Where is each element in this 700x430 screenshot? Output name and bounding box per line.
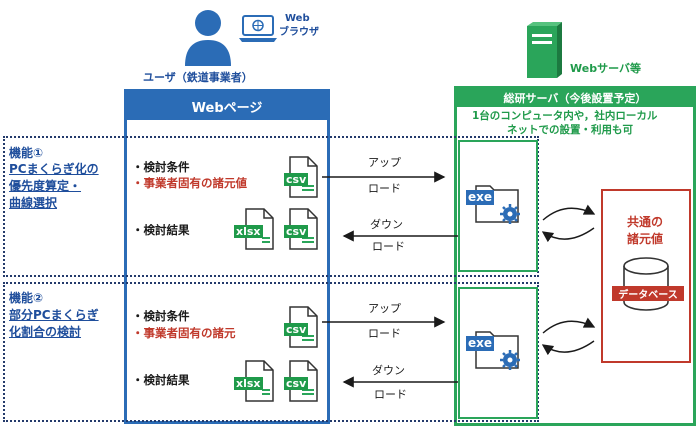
- server-note-line2: ネットでの設置・利用も可: [507, 124, 633, 136]
- csv-file-icon: csv: [284, 360, 318, 402]
- upload-label-line1: アップ: [368, 302, 401, 315]
- exchange-arrows: [541, 204, 596, 356]
- section1-results: ・検討結果: [132, 223, 190, 237]
- function2-frame: [3, 282, 539, 422]
- shared-spec-box: [601, 189, 691, 363]
- function2-desc-line1: 部分PCまくらぎ: [9, 308, 99, 322]
- upload-label-line1: アップ: [368, 156, 401, 169]
- section2-conditions: ・検討条件: [132, 309, 190, 323]
- server-icon: [527, 22, 562, 78]
- server-note-line1: 1台のコンピュータ内や，社内ローカル: [472, 110, 658, 122]
- download-label-line2: ロード: [372, 240, 405, 253]
- upload-label-line2: ロード: [368, 182, 401, 195]
- server-label: Webサーバ等: [570, 62, 641, 75]
- user-icon: [185, 10, 231, 66]
- function1-title: 機能①: [9, 146, 44, 160]
- database-label: データベース: [612, 286, 684, 301]
- download-label-line1: ダウン: [372, 364, 405, 377]
- csv-file-icon: csv: [284, 306, 318, 348]
- section2-specs: ・事業者固有の諸元: [132, 326, 236, 340]
- csv-file-icon: csv: [284, 156, 318, 198]
- function2-desc-line2: 化割合の検討: [9, 325, 82, 339]
- exe-badge: exe: [466, 190, 495, 205]
- browser-label-line1: Web: [285, 13, 310, 24]
- function1-frame: [3, 136, 539, 277]
- shared-spec-label-line2: 諸元値: [627, 232, 664, 246]
- download-label-line1: ダウン: [370, 218, 403, 231]
- csv-badge: csv: [284, 173, 309, 186]
- csv-badge: csv: [284, 323, 309, 336]
- xlsx-badge: xlsx: [234, 377, 263, 390]
- laptop-browser-icon: [239, 15, 277, 42]
- function1-desc-line3: 曲線選択: [9, 196, 58, 210]
- function1-desc-line1: PCまくらぎ化の: [9, 162, 99, 176]
- download-label-line2: ロード: [374, 388, 407, 401]
- function1-desc-line2: 優先度算定・: [9, 179, 82, 193]
- xlsx-file-icon: xlsx: [234, 208, 274, 250]
- upload-label-line2: ロード: [368, 327, 401, 340]
- function2-title: 機能②: [9, 291, 44, 305]
- csv-file-icon: csv: [284, 208, 318, 250]
- exe-badge: exe: [466, 336, 495, 351]
- csv-badge: csv: [284, 377, 309, 390]
- section2-results: ・検討結果: [132, 373, 190, 387]
- csv-badge: csv: [284, 225, 309, 238]
- section1-conditions: ・検討条件: [132, 160, 190, 174]
- server-panel: [454, 86, 696, 426]
- server-title: 総研サーバ（今後設置予定）: [457, 89, 693, 107]
- xlsx-file-icon: xlsx: [234, 360, 274, 402]
- browser-label-line2: ブラウザ: [279, 27, 319, 38]
- webpage-title: Webページ: [127, 92, 327, 120]
- shared-spec-label-line1: 共通の: [627, 215, 664, 229]
- xlsx-badge: xlsx: [234, 225, 263, 238]
- section1-specs: ・事業者固有の諸元値: [132, 176, 247, 190]
- database-cylinder-icon: [623, 257, 669, 311]
- user-label: ユーザ（鉄道事業者）: [143, 71, 253, 84]
